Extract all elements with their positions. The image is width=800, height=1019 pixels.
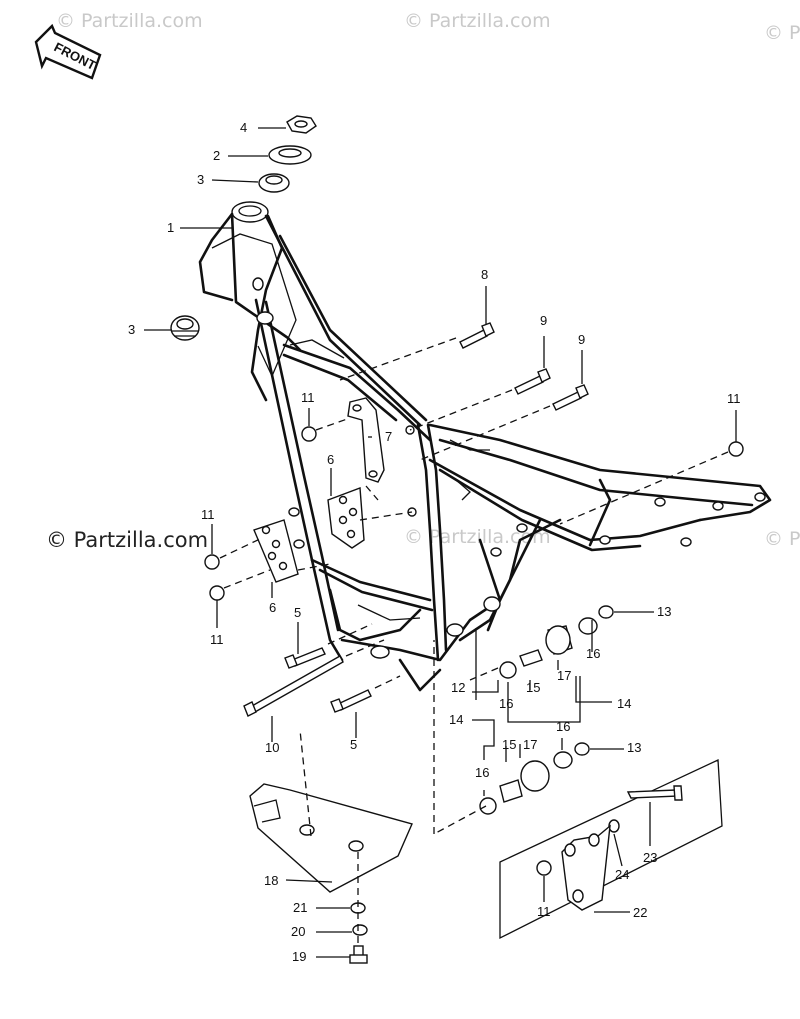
leader-lines: [144, 127, 737, 958]
bearing-3-lower-icon: [170, 315, 200, 341]
callout-3-lower: 3: [128, 322, 136, 337]
callout-20: 20: [291, 924, 306, 939]
callout-7: 7: [385, 429, 393, 444]
callout-9-right: 9: [578, 332, 586, 347]
plate-6-left-icon: [253, 519, 299, 583]
callout-1: 1: [167, 220, 175, 235]
callout-19: 19: [292, 949, 307, 964]
callout-15-lower: 15: [502, 737, 517, 752]
bolt-19-icon: [349, 945, 368, 964]
callout-21: 21: [293, 900, 308, 915]
callout-22: 22: [633, 905, 648, 920]
assembly-lines: [219, 337, 729, 946]
callout-9-left: 9: [540, 313, 548, 328]
callout-13-upper: 13: [657, 604, 672, 619]
main-frame-1: [198, 201, 772, 692]
bolt-9-right-icon: [552, 384, 589, 411]
callout-24: 24: [615, 867, 630, 882]
callout-2: 2: [213, 148, 221, 163]
callout-12: 12: [451, 680, 466, 695]
callout-11-mid: 11: [301, 390, 315, 405]
callout-23: 23: [643, 850, 658, 865]
callout-3-top: 3: [197, 172, 205, 187]
callout-16-lower-left: 16: [475, 765, 490, 780]
front-arrow-icon: FRONT: [34, 23, 102, 80]
bolt-5-upper-icon: [284, 647, 326, 669]
nut-4-icon: [286, 115, 317, 134]
watermark-top-center: © Partzilla.com: [404, 10, 551, 32]
callout-15-upper: 15: [526, 680, 541, 695]
callout-16-upper-left: 16: [499, 696, 514, 711]
callout-5-upper: 5: [294, 605, 302, 620]
callout-18: 18: [264, 873, 279, 888]
watermark-top-right: © P: [764, 22, 800, 44]
callout-11-left-b: 11: [210, 632, 224, 647]
bolt-5-lower-icon: [330, 689, 372, 713]
callout-6-left: 6: [269, 600, 277, 615]
callout-6-right: 6: [327, 452, 335, 467]
callout-14-right: 14: [617, 696, 632, 711]
callout-11-box: 11: [537, 904, 551, 919]
callout-5-lower: 5: [350, 737, 358, 752]
callout-4: 4: [240, 120, 248, 135]
nut-11-icons: [204, 426, 744, 876]
skid-plate-18-icon: [249, 783, 413, 893]
callout-11-left-a: 11: [201, 507, 215, 522]
bearing-3-top-icon: [258, 173, 290, 193]
bolt-8-icon: [459, 322, 495, 349]
washer-2-icon: [268, 145, 312, 165]
callout-14-left: 14: [449, 712, 464, 727]
swingarm-mount-box: [499, 759, 723, 940]
plate-6-right-icon: [327, 487, 365, 549]
bracket-7-icon: [347, 397, 385, 483]
callout-10: 10: [265, 740, 280, 755]
callout-13-lower: 13: [627, 740, 642, 755]
callout-11-top-right: 11: [727, 391, 741, 406]
bolt-10-icon: [243, 655, 344, 717]
callout-8: 8: [481, 267, 489, 282]
bolt-9-left-icon: [514, 368, 551, 395]
watermark-mid-left: © Partzilla.com: [46, 528, 209, 552]
callout-16-upper-right: 16: [586, 646, 601, 661]
callout-17-lower: 17: [523, 737, 538, 752]
washer-20-icon: [352, 924, 368, 936]
watermark-mid-right: © P: [764, 528, 800, 550]
bushing-set-lower-icons: [479, 742, 590, 815]
watermark-top-left: © Partzilla.com: [56, 10, 203, 32]
callout-17-upper: 17: [557, 668, 572, 683]
callout-16-lower-right: 16: [556, 719, 571, 734]
